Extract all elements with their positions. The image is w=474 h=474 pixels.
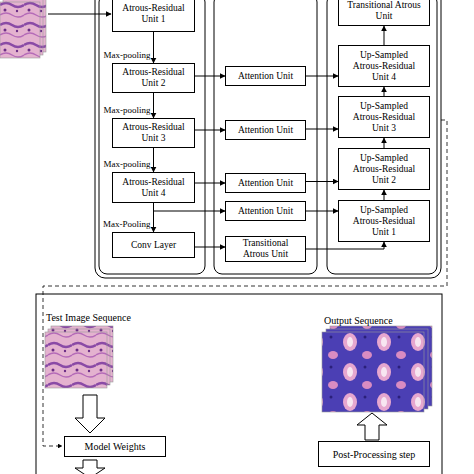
block-arrow: [75, 460, 105, 474]
connector-arrow: [384, 87, 385, 96]
node-text: Up-Sampled Atrous-Residual Unit 1: [347, 205, 421, 238]
input-arrow: [48, 14, 111, 15]
test-image: [45, 332, 107, 388]
connector-arrow: [384, 190, 385, 200]
node-text: Atrous-Residual Unit 3: [117, 122, 190, 144]
decoder-unit: Up-Sampled Atrous-Residual Unit 3: [338, 96, 430, 138]
node-text: Attention Unit: [238, 206, 293, 217]
block-arrow: [357, 413, 387, 440]
node-text: Up-Sampled Atrous-Residual Unit 4: [347, 50, 421, 83]
node-text: Attention Unit: [238, 71, 293, 82]
node-text: Transitional Atrous Unit: [230, 238, 301, 260]
dashed-link: [43, 120, 447, 446]
connector-arrow: [195, 247, 225, 248]
connector-arrow: [306, 181, 338, 182]
decoder-unit: Up-Sampled Atrous-Residual Unit 4: [338, 45, 430, 87]
decoder-unit: Up-Sampled Atrous-Residual Unit 2: [338, 148, 430, 190]
node-text: Conv Layer: [131, 240, 176, 251]
encoder-unit: Atrous-Residual Unit 1: [112, 0, 195, 32]
block-arrow: [75, 395, 105, 433]
connector-arrow: [384, 26, 385, 45]
connector-arrow: [195, 183, 225, 184]
node-text: Post-Processing step: [333, 449, 416, 460]
attention-box: Attention Unit: [225, 173, 306, 193]
edge-label: Max-pooling: [104, 105, 151, 116]
connector-arrow: [154, 203, 226, 211]
node-text: Atrous-Residual Unit 2: [117, 67, 190, 89]
connector-arrow: [384, 138, 385, 148]
encoder-unit: Atrous-Residual Unit 4: [112, 172, 195, 203]
connector-arrow: [195, 130, 225, 131]
node-text: Up-Sampled Atrous-Residual Unit 3: [347, 101, 421, 134]
edge-label: Max-pooling: [104, 159, 151, 170]
connector-arrow: [195, 76, 225, 77]
node-text: Attention Unit: [238, 178, 293, 189]
encoder-unit: Atrous-Residual Unit 3: [112, 118, 195, 148]
decoder-unit: Up-Sampled Atrous-Residual Unit 1: [338, 200, 430, 242]
attention-box: Attention Unit: [225, 201, 306, 221]
connector-arrow: [153, 93, 154, 118]
conv-box: Conv Layer: [112, 232, 195, 258]
node-text: Atrous-Residual Unit 4: [117, 177, 190, 199]
transition-box: Transitional Atrous Unit: [225, 236, 306, 262]
edge-label: Max-pooling: [104, 50, 151, 61]
attention-box: Attention Unit: [225, 120, 306, 140]
connector-arrow: [153, 148, 154, 172]
process-box: Model Weights: [64, 436, 166, 457]
input-image: [0, 2, 40, 58]
process-box: Post-Processing step: [318, 441, 430, 467]
attention-box: Attention Unit: [225, 66, 306, 86]
connector-arrow: [153, 32, 154, 63]
edge-label: Max-Pooling: [103, 219, 151, 230]
connector-arrow: [153, 203, 154, 232]
encoder-column: [99, 0, 205, 274]
model-container: [95, 0, 441, 278]
section-label: Output Sequence: [324, 315, 393, 327]
decoder-column: [327, 0, 437, 274]
connector-arrow: [306, 211, 338, 212]
node-text: Attention Unit: [238, 125, 293, 136]
node-text: Transitional Atrous Unit: [343, 0, 425, 22]
transition-box: Transitional Atrous Unit: [338, 0, 430, 26]
node-text: Atrous-Residual Unit 1: [117, 3, 190, 25]
node-text: Up-Sampled Atrous-Residual Unit 2: [347, 153, 421, 186]
attention-column: [214, 0, 317, 274]
node-text: Model Weights: [85, 441, 146, 452]
test-section: [36, 294, 442, 474]
connector-arrow: [306, 76, 338, 77]
output-image: [322, 332, 424, 412]
encoder-unit: Atrous-Residual Unit 2: [112, 63, 195, 93]
connector-arrow: [306, 129, 338, 130]
connector-arrow: [306, 242, 384, 249]
section-label: Test Image Sequence: [46, 312, 131, 324]
